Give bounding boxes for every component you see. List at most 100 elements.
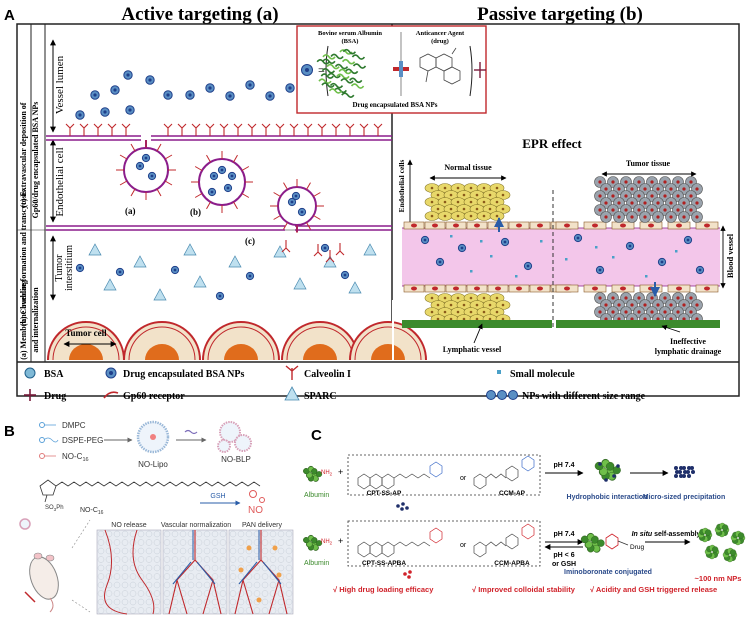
panel-c: C Albumin NH2 + CPT-SS-AP or CCM-AP pH 7…	[303, 427, 746, 594]
b-nolipo: NO-Lipo	[138, 460, 168, 469]
vesicle-receptors	[116, 140, 324, 233]
c-nps: ~100 nm NPs	[695, 574, 742, 583]
b-so3-tail: Ph	[56, 505, 63, 511]
ccm-apba-structure-icon	[473, 523, 535, 558]
dspe-peg-icon	[39, 437, 59, 443]
membranes	[46, 135, 392, 231]
c-cpt-apba: CPT-SS-APBA	[362, 560, 406, 567]
c-micro: Micro-sized precipitation	[643, 494, 725, 501]
zone-interstitium: interstitium	[64, 245, 75, 291]
zone-tumor: Tumor	[54, 254, 65, 282]
albumin-icon-2	[303, 534, 323, 551]
lymph-arrow-icon	[473, 323, 483, 344]
cpt-apba-structure-icon	[357, 527, 443, 558]
c-or-1: or	[460, 475, 467, 482]
inset-plus-icon	[393, 61, 409, 77]
vascular-tiles	[96, 529, 294, 615]
c-nh2-2-main: NH	[321, 539, 330, 545]
liposome-icon	[136, 420, 170, 454]
noc16-icon	[39, 453, 56, 459]
inset-np-icon	[301, 64, 313, 76]
epr-ineffective-label: Ineffective	[670, 337, 706, 346]
c-imino: Iminoboronate conjugated	[564, 569, 652, 576]
b-noblp: NO-BLP	[221, 455, 251, 464]
side-label-a1: (a) Membrane budding	[19, 280, 28, 360]
c-ph74-2: pH 7.4	[553, 531, 574, 538]
inset-bsa-sub: (BSA)	[342, 38, 359, 45]
inset-bsa-label: Bovine serum Albumin	[318, 30, 382, 37]
vesicle-nanoparticles	[135, 153, 307, 217]
side-label-a2: and internalization	[31, 287, 40, 353]
c-box-2	[347, 520, 541, 567]
step-a: (a)	[125, 206, 136, 216]
b-step-1: Vascular normalization	[161, 522, 231, 529]
c-albumin-2: Albumin	[304, 560, 329, 567]
cpt-ap-structure-icon	[357, 461, 443, 490]
vessel-particles	[420, 217, 705, 297]
dmpc-icon	[39, 422, 56, 428]
gp60-receptors	[65, 123, 383, 136]
legend-bsa: BSA	[44, 369, 64, 380]
title-active: Active targeting (a)	[121, 4, 278, 25]
epr-blood-label: Blood vessel	[725, 233, 735, 278]
legend-sparc: SPARC	[304, 391, 337, 402]
b-noc2-sub: 16	[98, 510, 104, 516]
side-label-c1: (c) Extravascular deposition of	[19, 102, 28, 207]
panel-a-frame	[16, 23, 740, 397]
np-size-icon	[486, 390, 518, 400]
nps-cluster-icon	[697, 522, 746, 563]
epr-tumor-label: Tumor tissue	[626, 159, 671, 168]
b-noc2: NO-C16	[80, 507, 104, 516]
mouse-icon	[24, 552, 59, 613]
epr-endothelial-label: Endothelial cells	[397, 160, 406, 213]
iminoboronate-icon	[580, 532, 629, 553]
c-plus-2: +	[338, 536, 343, 546]
inset-drug-label: Anticancer Agent	[416, 30, 465, 37]
b-zoom-line-2	[71, 599, 91, 613]
c-ph6: pH < 6	[553, 552, 574, 559]
inset-bracket-left	[325, 45, 329, 97]
small-molecule-icon	[497, 370, 501, 374]
panel-letter-b: B	[4, 423, 15, 440]
legend-nps: NPs with different size range	[522, 391, 646, 402]
step-b: (b)	[190, 207, 201, 217]
blood-vessel-band	[402, 228, 720, 286]
panel-letter-c: C	[311, 427, 322, 444]
epr-title: EPR effect	[522, 136, 582, 151]
epr-drainage-label: lymphatic drainage	[655, 347, 722, 356]
tumor-cell-label: Tumor cell	[65, 328, 107, 338]
c-benefit-2: √ Acidity and GSH triggered release	[590, 585, 717, 594]
b-no: NO	[248, 505, 263, 516]
precipitate-icon	[674, 466, 695, 478]
panel-a: A Active targeting (a) Passive targeting…	[4, 4, 740, 402]
zone-lumen: Vessel lumen	[54, 55, 66, 114]
b-so3-sub: 3	[54, 507, 57, 512]
endothelial-wall	[403, 221, 719, 293]
gp60-icon	[103, 391, 119, 399]
epr-normal-label: Normal tissue	[444, 163, 492, 172]
injected-np-icon	[19, 518, 31, 530]
panel-letter-a: A	[4, 7, 15, 24]
bsa-icon	[24, 367, 36, 379]
b-step-0: NO release	[111, 522, 147, 529]
c-or-2: or	[460, 542, 467, 549]
vesicle-b	[198, 158, 246, 206]
ccm-ap-structure-icon	[473, 455, 535, 490]
side-label-c2: Gp60/drug encapsulated BSA NPs	[31, 102, 40, 219]
sparc-icon	[284, 386, 300, 401]
lymph-tumor	[556, 320, 720, 328]
c-nh2-2: NH2	[321, 539, 333, 546]
c-insitu-a: In situ	[632, 531, 653, 538]
no-bubbles-icon	[249, 490, 265, 503]
b-dmpc: DMPC	[62, 421, 86, 430]
step-c: (c)	[245, 236, 255, 246]
c-hydrophobic: Hydrophobic interaction	[567, 494, 648, 501]
c-cpt-ap: CPT-SS-AP	[367, 490, 402, 497]
c-nh2-1: NH2	[321, 470, 333, 477]
legend-drug-np: Drug encapsulated BSA NPs	[123, 369, 245, 380]
lymph-normal	[402, 320, 552, 328]
bsa-protein-icon	[316, 48, 367, 98]
b-noc-sub: 16	[82, 457, 88, 463]
interstitium-items	[75, 240, 377, 301]
